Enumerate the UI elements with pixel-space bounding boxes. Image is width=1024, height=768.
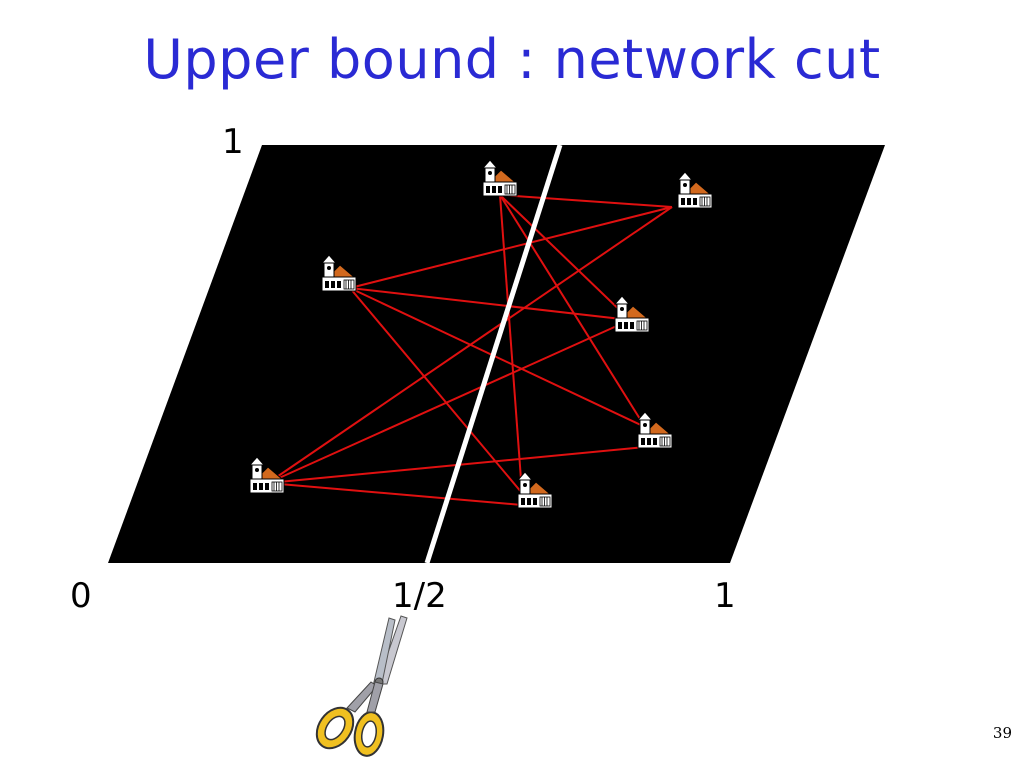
- edge: [349, 206, 673, 289]
- slide-title: Upper bound : network cut: [143, 28, 881, 91]
- edge: [267, 319, 631, 484]
- x-axis-end-label: 1: [714, 576, 736, 616]
- edge: [267, 482, 523, 506]
- scissors-icon: [315, 615, 408, 757]
- slide-number: 39: [992, 724, 1012, 742]
- cut-line: [424, 144, 563, 564]
- edge: [499, 194, 523, 494]
- network-edges: [267, 194, 673, 506]
- edge: [349, 287, 646, 428]
- y-axis-top-label: 1: [222, 122, 244, 162]
- unit-region: [108, 145, 885, 563]
- edge: [349, 287, 523, 494]
- edge: [499, 194, 646, 428]
- edge: [499, 194, 631, 321]
- x-axis-start-label: 0: [70, 576, 92, 616]
- edge: [499, 194, 673, 208]
- edge: [349, 287, 631, 321]
- x-axis-half-label: 1/2: [392, 576, 447, 616]
- edge: [267, 206, 673, 484]
